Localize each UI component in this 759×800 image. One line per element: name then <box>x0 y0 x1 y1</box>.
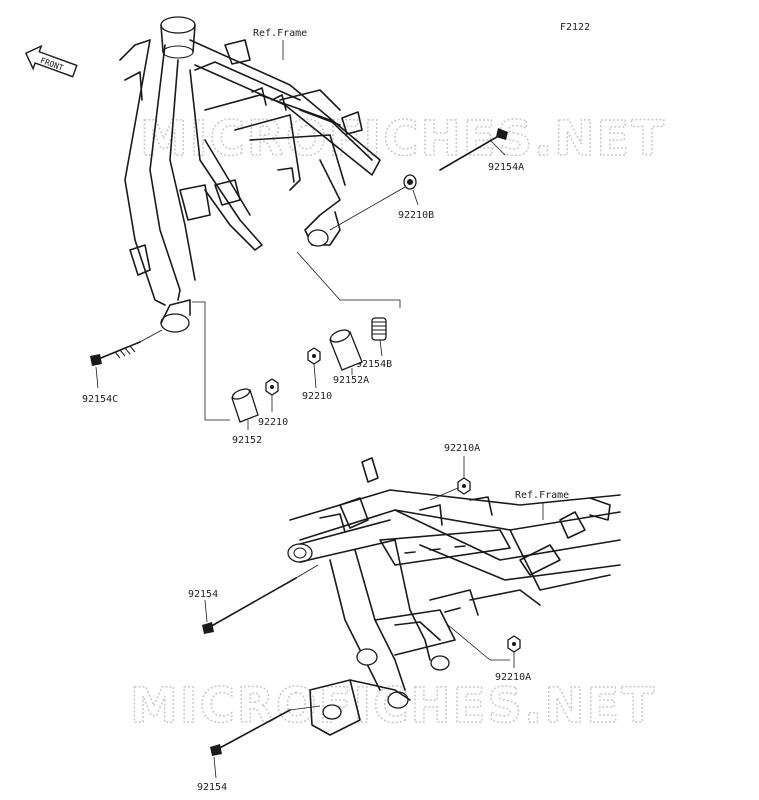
label-92210A-bottom: 92210A <box>495 672 531 683</box>
nut-92210-upper <box>307 347 321 389</box>
label-92210B: 92210B <box>398 210 434 221</box>
label-92154C: 92154C <box>82 394 118 405</box>
nut-92210B <box>403 174 419 206</box>
label-92210A-top: 92210A <box>444 443 480 454</box>
bolt-92154B <box>371 317 387 357</box>
front-arrow-icon: FRONT <box>24 44 78 78</box>
label-92154-bottom: 92154 <box>197 782 227 793</box>
collar-92152A <box>329 329 363 375</box>
bolt-92154-bottom <box>210 705 321 779</box>
figure-code: F2122 <box>560 22 590 33</box>
bolt-92154A <box>439 128 508 171</box>
watermark-top: MICROFICHES.NET <box>140 111 666 167</box>
label-92154-top: 92154 <box>188 589 218 600</box>
label-92152: 92152 <box>232 435 262 446</box>
ref-frame-bottom-label: Ref.Frame <box>515 490 569 501</box>
bolt-92154-top <box>202 564 319 634</box>
nut-92210-lower <box>265 378 279 412</box>
label-92210-lower: 92210 <box>258 417 288 428</box>
frame-top-illustration <box>119 16 381 333</box>
label-92154A: 92154A <box>488 162 524 173</box>
ref-frame-top-label: Ref.Frame <box>253 28 307 39</box>
label-92210-upper: 92210 <box>302 391 332 402</box>
frame-bottom-illustration <box>287 457 621 736</box>
collar-92152 <box>231 388 259 430</box>
bolt-92154C <box>90 329 163 389</box>
nut-92210A-bottom <box>447 624 521 668</box>
nut-92210A-top <box>429 456 471 501</box>
label-92154B: 92154B <box>356 359 392 370</box>
label-92152A: 92152A <box>333 375 369 386</box>
